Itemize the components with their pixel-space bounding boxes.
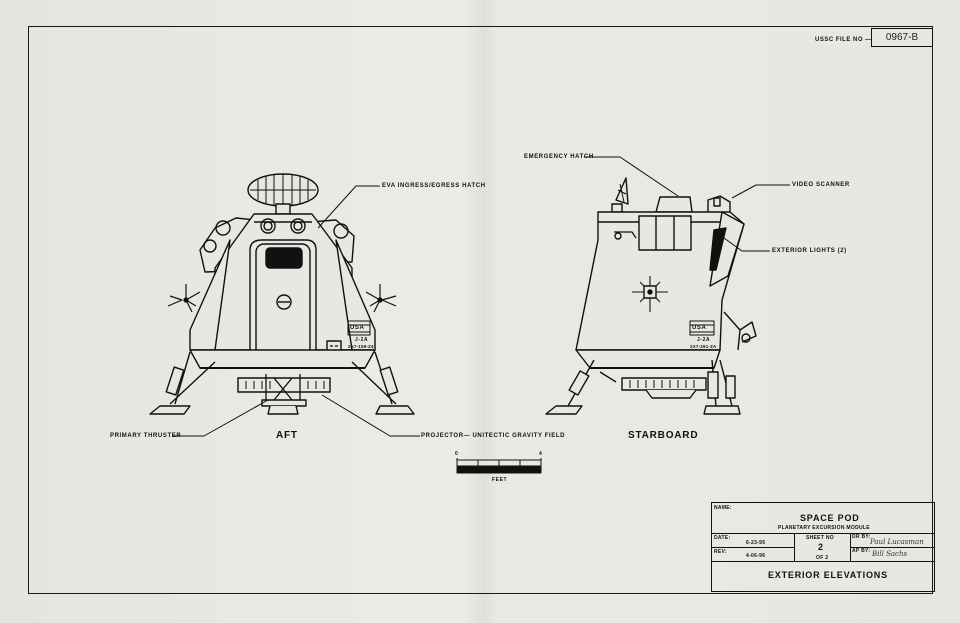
scale-bar [456,458,542,474]
drawing-subtitle: PLANETARY EXCURSION MODULE [778,525,870,531]
sheet-of: OF 2 [816,555,829,561]
callout-primary-thruster: PRIMARY THRUSTER [110,433,182,439]
date-label: DATE: [714,535,731,541]
drawn-by-signature: Paul Lucasman [870,538,924,546]
starboard-view-pod [545,177,757,415]
drawn-by-label: DR BY: [852,534,871,540]
aft-code: J-2A [355,337,369,343]
aft-usa-mark: USA [350,325,365,331]
starboard-serial: 2X7-281-ZA [690,344,717,349]
date-value: 6-23-95 [746,540,766,546]
drawing-name: SPACE POD [800,513,860,523]
aft-view-pod [149,173,415,415]
rev-value: 4-06-96 [746,553,766,559]
view-title-starboard: STARBOARD [628,430,699,441]
aft-serial: 2X7-159-Z4 [348,344,374,349]
view-title-aft: AFT [276,430,298,441]
callout-projector: PROJECTOR— UNITECTIC GRAVITY FIELD [421,433,566,439]
approved-by-label: AP BY: [852,548,871,554]
file-number-label: USSC FILE NO — [815,37,872,43]
leader-lines [172,156,790,437]
starboard-code: J-2A [697,337,711,343]
sheet-number: 2 [818,542,824,552]
file-number: 0967-B [871,28,933,47]
starboard-usa-mark: USA [692,325,707,331]
sheet-label: SHEET NO [806,535,834,541]
scale-end: 4 [539,451,543,457]
callout-video-scanner: VIDEO SCANNER [792,182,850,188]
rev-label: REV: [714,549,727,555]
callout-emergency-hatch: EMERGENCY HATCH [524,154,594,160]
approved-by-signature: Bill Sachs [872,550,908,558]
drawing-border [28,26,933,594]
scale-start: 0 [455,451,459,457]
callout-eva-hatch: EVA INGRESS/EGRESS HATCH [382,183,486,189]
name-label: NAME: [714,505,732,511]
scale-unit: FEET [492,477,508,483]
title-block: NAME: SPACE POD PLANETARY EXCURSION MODU… [711,502,935,592]
callout-exterior-lights: EXTERIOR LIGHTS (2) [772,248,847,254]
drawing-title: EXTERIOR ELEVATIONS [768,570,888,580]
